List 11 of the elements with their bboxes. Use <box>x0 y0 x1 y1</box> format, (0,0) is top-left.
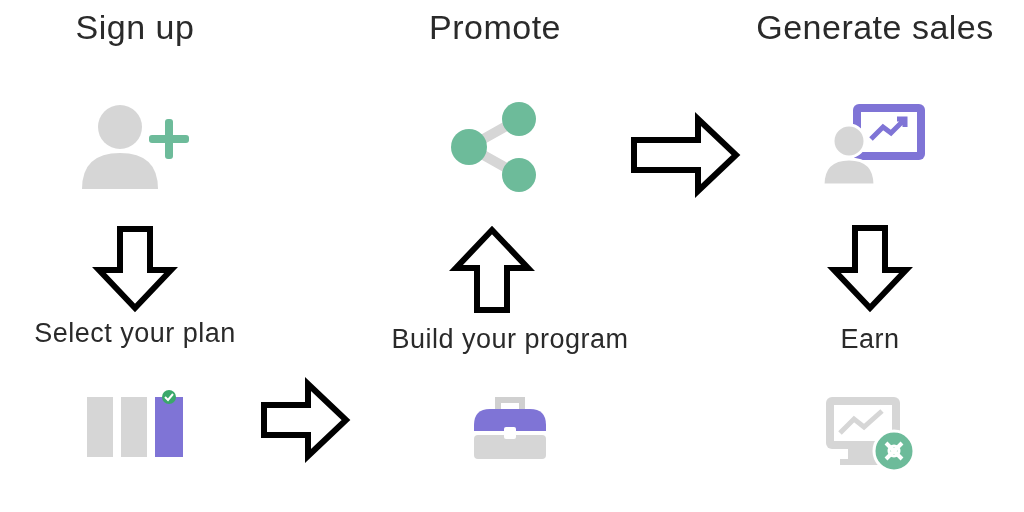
step-title: Promote <box>429 8 561 47</box>
step-title: Generate sales <box>756 8 994 47</box>
step-title: Earn <box>840 324 900 355</box>
block-arrow <box>827 225 913 313</box>
step-title: Sign up <box>75 8 195 47</box>
block-arrow <box>92 226 178 313</box>
step-title: Build your program <box>391 324 629 355</box>
block-arrow <box>449 225 535 313</box>
step-title: Select your plan <box>34 318 236 349</box>
block-arrow <box>261 377 351 463</box>
block-arrow <box>631 112 741 198</box>
